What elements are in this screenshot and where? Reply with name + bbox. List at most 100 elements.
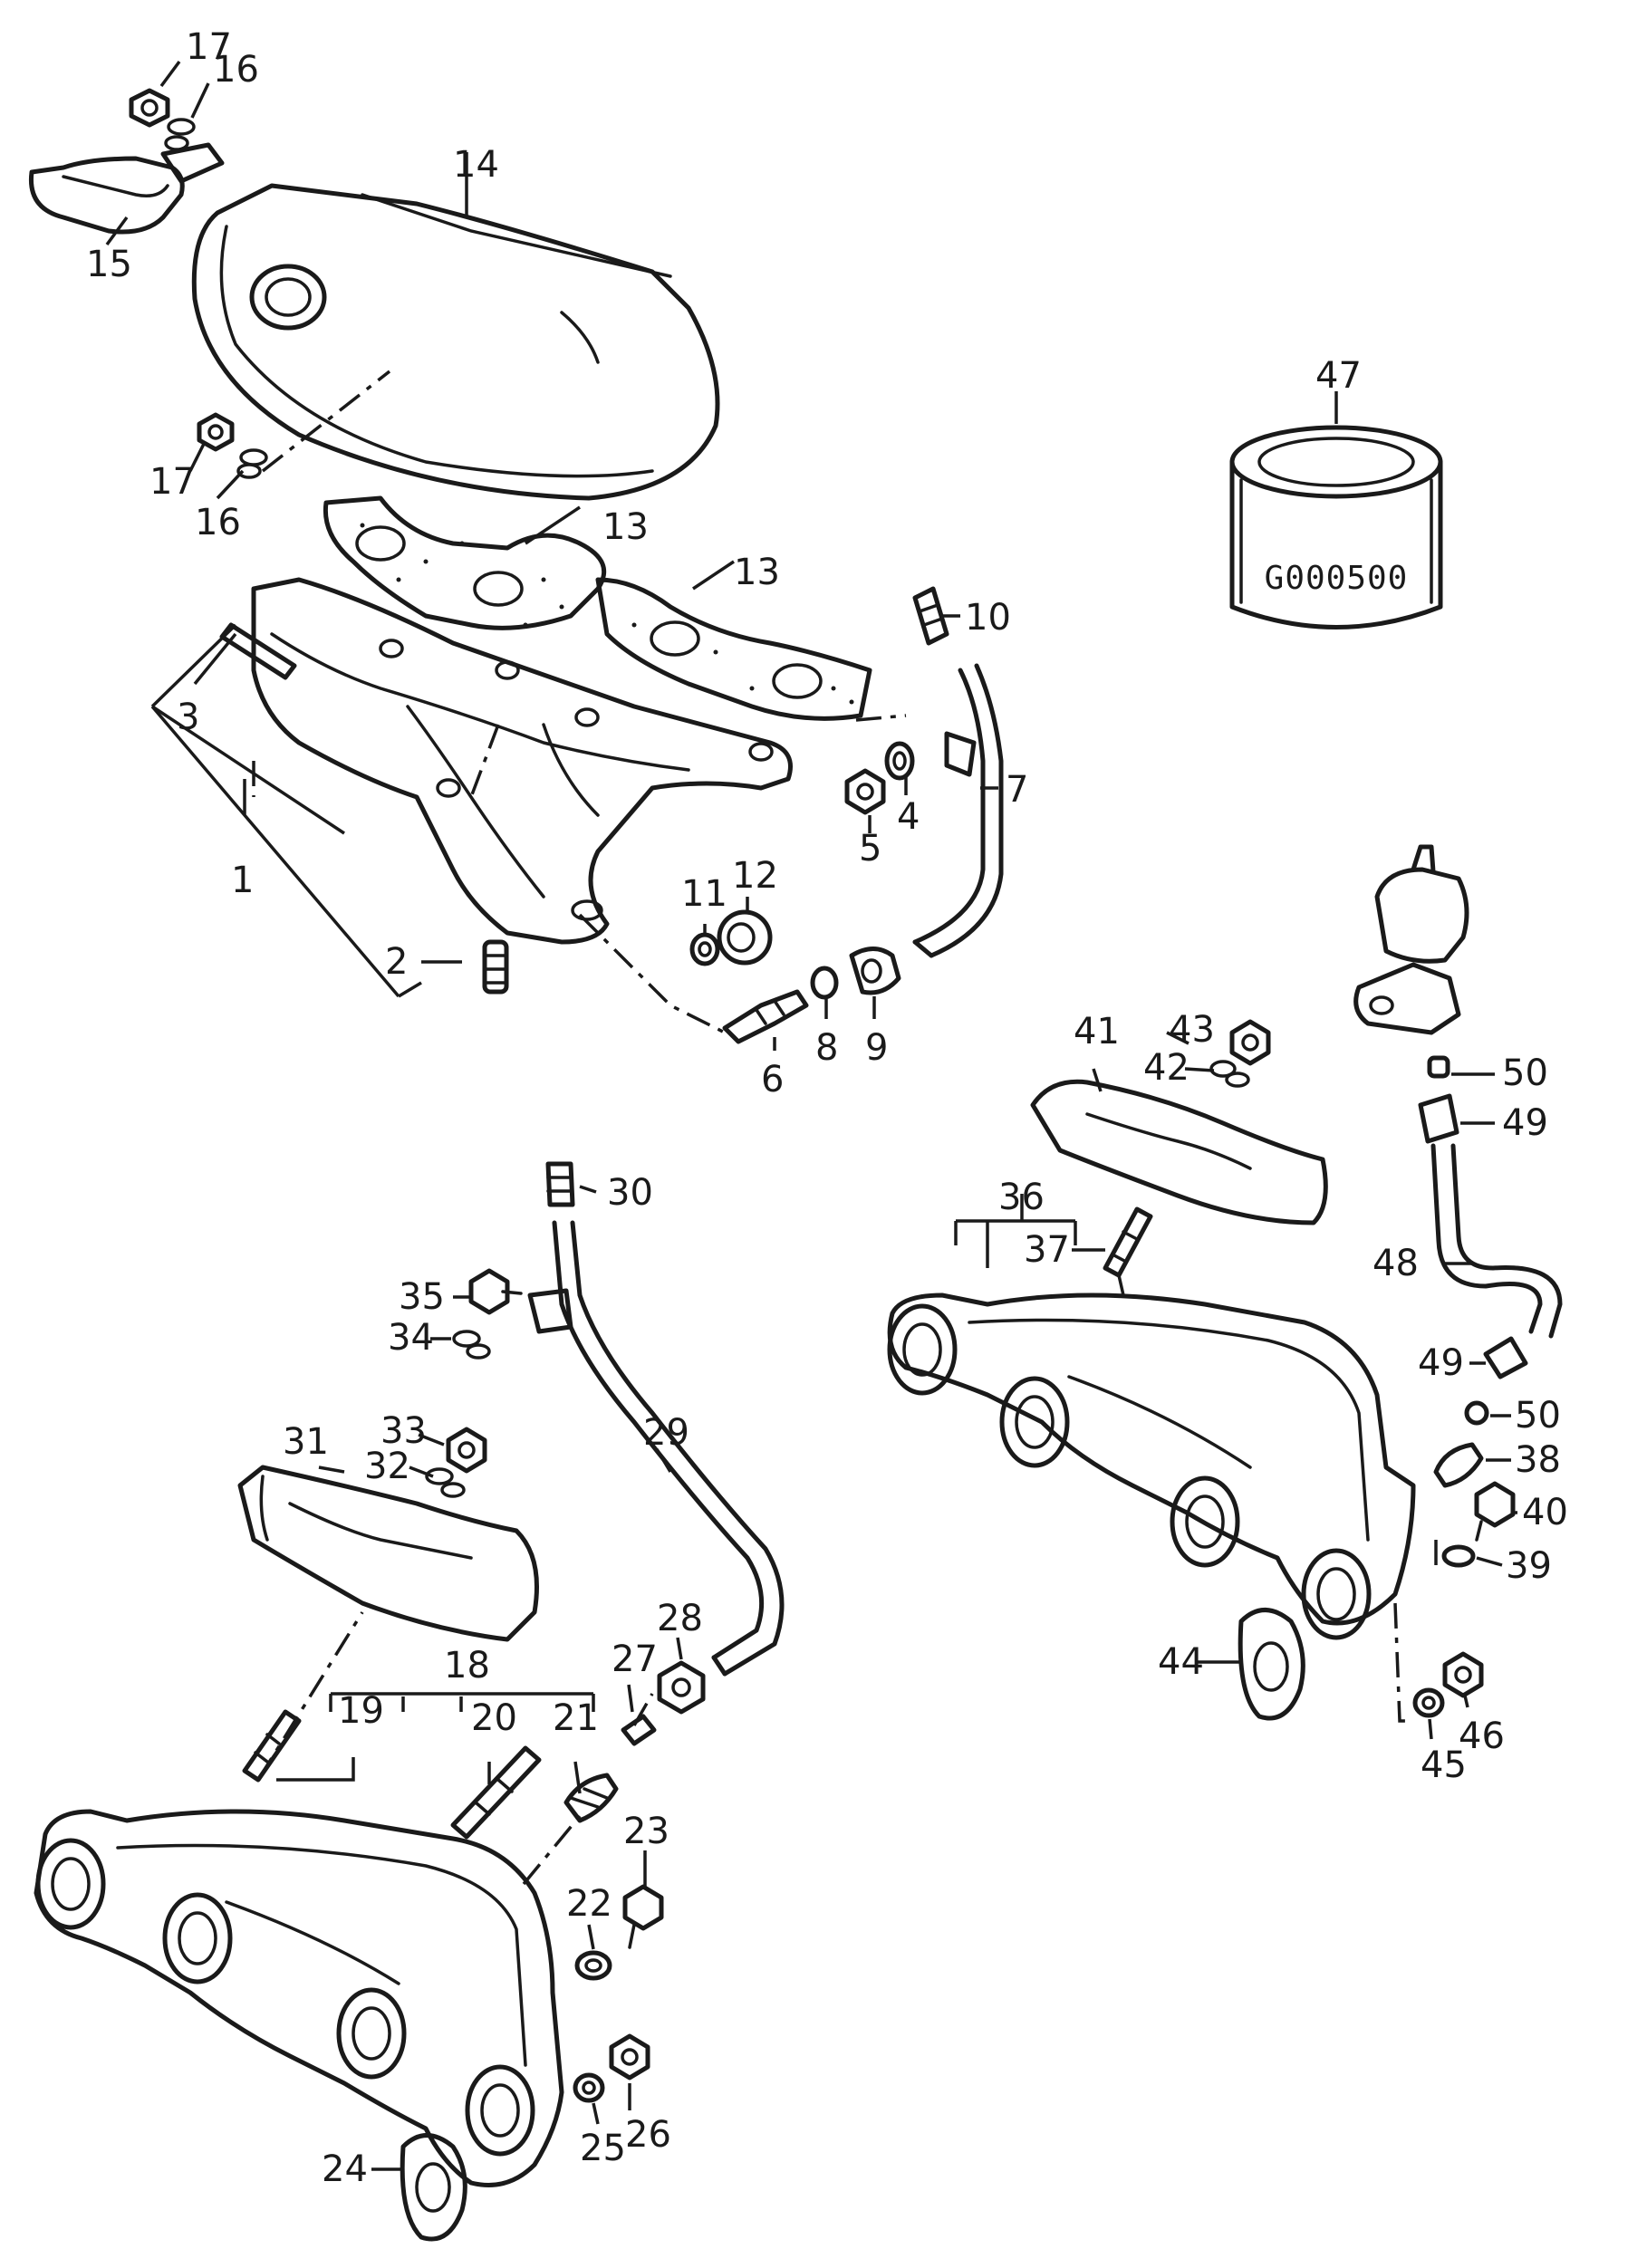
- pipe-7: [912, 663, 1004, 958]
- callout-39: 39: [1506, 1545, 1552, 1587]
- nipple-10: [912, 586, 949, 646]
- callout-21: 21: [553, 1697, 599, 1739]
- callout-2: 2: [385, 941, 408, 983]
- callout-43: 43: [1169, 1009, 1215, 1051]
- callout-1: 1: [231, 860, 254, 901]
- nut-17-top: [129, 88, 170, 128]
- washer-45: [1412, 1687, 1445, 1718]
- callout-8: 8: [815, 1027, 838, 1069]
- fitting-49-top: [1418, 1093, 1459, 1144]
- callout-17: 17: [149, 461, 196, 503]
- callout-10: 10: [965, 597, 1011, 639]
- gasket-13-left: [323, 495, 607, 630]
- gasket-speckle: [360, 523, 854, 705]
- washer-32: [425, 1467, 466, 1498]
- callout-12: 12: [732, 855, 778, 897]
- callout-13: 13: [734, 552, 780, 593]
- callout-49: 49: [1418, 1342, 1464, 1384]
- callout-17: 17: [186, 26, 232, 68]
- callout-47: 47: [1315, 355, 1362, 397]
- gasket-44: [1238, 1608, 1305, 1721]
- washer-16-top: [164, 118, 196, 151]
- nut-5: [844, 768, 886, 815]
- gasket-24: [400, 2133, 467, 2242]
- bolt-40: [1474, 1481, 1516, 1542]
- callout-48: 48: [1372, 1243, 1419, 1284]
- nut-33: [446, 1427, 487, 1474]
- nut-26: [609, 2033, 650, 2081]
- fitting-21: [563, 1773, 619, 1823]
- washer-22: [574, 1950, 612, 1981]
- stud-19: [242, 1709, 302, 1783]
- reference-box-47: G000500: [1229, 425, 1443, 629]
- bolt-23: [622, 1884, 664, 1949]
- nut-28: [657, 1660, 706, 1715]
- callout-37: 37: [1024, 1229, 1070, 1271]
- callout-32: 32: [364, 1446, 410, 1487]
- pipe-29: [527, 1220, 785, 1677]
- nut-12: [717, 909, 773, 966]
- leader-lines: [105, 60, 1517, 2171]
- callout-28: 28: [657, 1598, 703, 1639]
- washer-34: [452, 1330, 491, 1360]
- heat-shield-41: [1030, 1079, 1328, 1225]
- callout-33: 33: [380, 1410, 427, 1452]
- callout-9: 9: [865, 1027, 888, 1069]
- plug-50-lower: [1464, 1400, 1489, 1426]
- callout-20: 20: [471, 1697, 517, 1739]
- callout-41: 41: [1074, 1011, 1120, 1052]
- washer-42: [1209, 1060, 1250, 1088]
- callout-7: 7: [1006, 769, 1028, 811]
- callout-40: 40: [1522, 1492, 1568, 1533]
- callout-50: 50: [1515, 1395, 1561, 1437]
- gasket-13-right: [595, 577, 872, 721]
- heat-shield-31: [237, 1465, 539, 1642]
- callout-34: 34: [388, 1317, 434, 1359]
- callout-14: 14: [453, 144, 499, 186]
- callout-11: 11: [681, 873, 727, 915]
- washer-4: [884, 741, 915, 781]
- callout-22: 22: [566, 1883, 612, 1925]
- callout-23: 23: [623, 1811, 669, 1852]
- fitting-38: [1433, 1442, 1484, 1488]
- callout-13: 13: [602, 506, 649, 548]
- intake-elbow-15: [28, 142, 225, 235]
- washer-25: [573, 2072, 605, 2103]
- fitting-49-lower: [1483, 1336, 1528, 1379]
- callout-38: 38: [1515, 1439, 1561, 1481]
- exhaust-manifold-1: [251, 577, 793, 945]
- nipple-30: [545, 1161, 575, 1207]
- stud-2: [482, 939, 509, 995]
- callout-16: 16: [213, 49, 259, 91]
- callout-labels: 17 16 14 15 17 16 13 13 10 3 7 4 5 1 11 …: [86, 26, 1568, 2190]
- bolt-35: [468, 1268, 523, 1315]
- exhaust-manifold-18: [34, 1809, 564, 2187]
- callout-45: 45: [1421, 1744, 1467, 1786]
- callout-30: 30: [607, 1172, 653, 1214]
- nut-46: [1442, 1651, 1484, 1698]
- callout-18: 18: [444, 1645, 490, 1687]
- callout-31: 31: [283, 1421, 329, 1463]
- nut-43: [1229, 1019, 1271, 1066]
- callout-27: 27: [612, 1639, 658, 1680]
- stud-20: [450, 1745, 542, 1840]
- washer-11: [689, 932, 720, 966]
- washer-39: [1441, 1544, 1476, 1568]
- callout-26: 26: [625, 2114, 671, 2156]
- valve-actuator: [1353, 844, 1469, 1035]
- callout-50: 50: [1502, 1052, 1548, 1094]
- callout-49: 49: [1502, 1102, 1548, 1144]
- reference-code: G000500: [1265, 560, 1409, 597]
- exhaust-manifold-36: [887, 1293, 1416, 1640]
- callout-25: 25: [580, 2128, 626, 2169]
- callout-44: 44: [1158, 1641, 1204, 1683]
- callout-15: 15: [86, 244, 132, 285]
- fitting-6: [722, 989, 809, 1044]
- callout-6: 6: [761, 1059, 784, 1100]
- stud-3: [219, 622, 297, 680]
- callout-46: 46: [1459, 1715, 1505, 1757]
- callout-19: 19: [338, 1690, 384, 1732]
- nut-17-lower: [197, 412, 235, 452]
